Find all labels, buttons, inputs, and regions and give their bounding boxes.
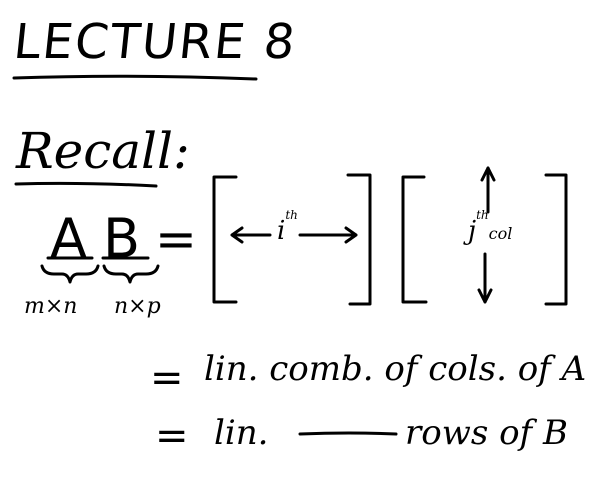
column-j-label: jthcol <box>468 209 513 246</box>
row-i-label: ith <box>277 209 298 246</box>
row-left-arrow-icon <box>230 226 272 244</box>
title-underline <box>12 74 258 81</box>
dimension-b: n×p <box>114 294 161 319</box>
left-matrix-open-bracket <box>212 175 238 304</box>
row-letter: i <box>277 216 286 246</box>
column-down-arrow-icon <box>477 252 493 304</box>
column-superscript: th <box>476 208 489 223</box>
equals-sign-line3: = <box>155 413 189 459</box>
dimension-a: m×n <box>24 294 78 319</box>
column-letter: j <box>468 216 477 246</box>
underbrace-a-icon <box>40 264 100 284</box>
right-matrix-open-bracket <box>401 175 428 304</box>
line3-lin: lin. <box>214 413 269 453</box>
column-word: col <box>488 224 513 243</box>
equals-sign-line2: = <box>150 355 184 401</box>
right-matrix-close-bracket <box>544 173 568 306</box>
equals-sign-main: = <box>155 210 197 268</box>
recall-underline <box>14 181 158 188</box>
left-matrix-close-bracket <box>346 173 372 306</box>
column-up-arrow-icon <box>480 166 496 214</box>
row-superscript: th <box>285 208 298 223</box>
line3-rest: rows of B <box>405 413 568 453</box>
line2-text: lin. comb. of cols. of A <box>204 349 587 389</box>
underbrace-b-icon <box>102 264 160 284</box>
recall-heading: Recall: <box>16 122 190 180</box>
blank-line <box>298 431 398 436</box>
row-right-arrow-icon <box>298 226 358 244</box>
